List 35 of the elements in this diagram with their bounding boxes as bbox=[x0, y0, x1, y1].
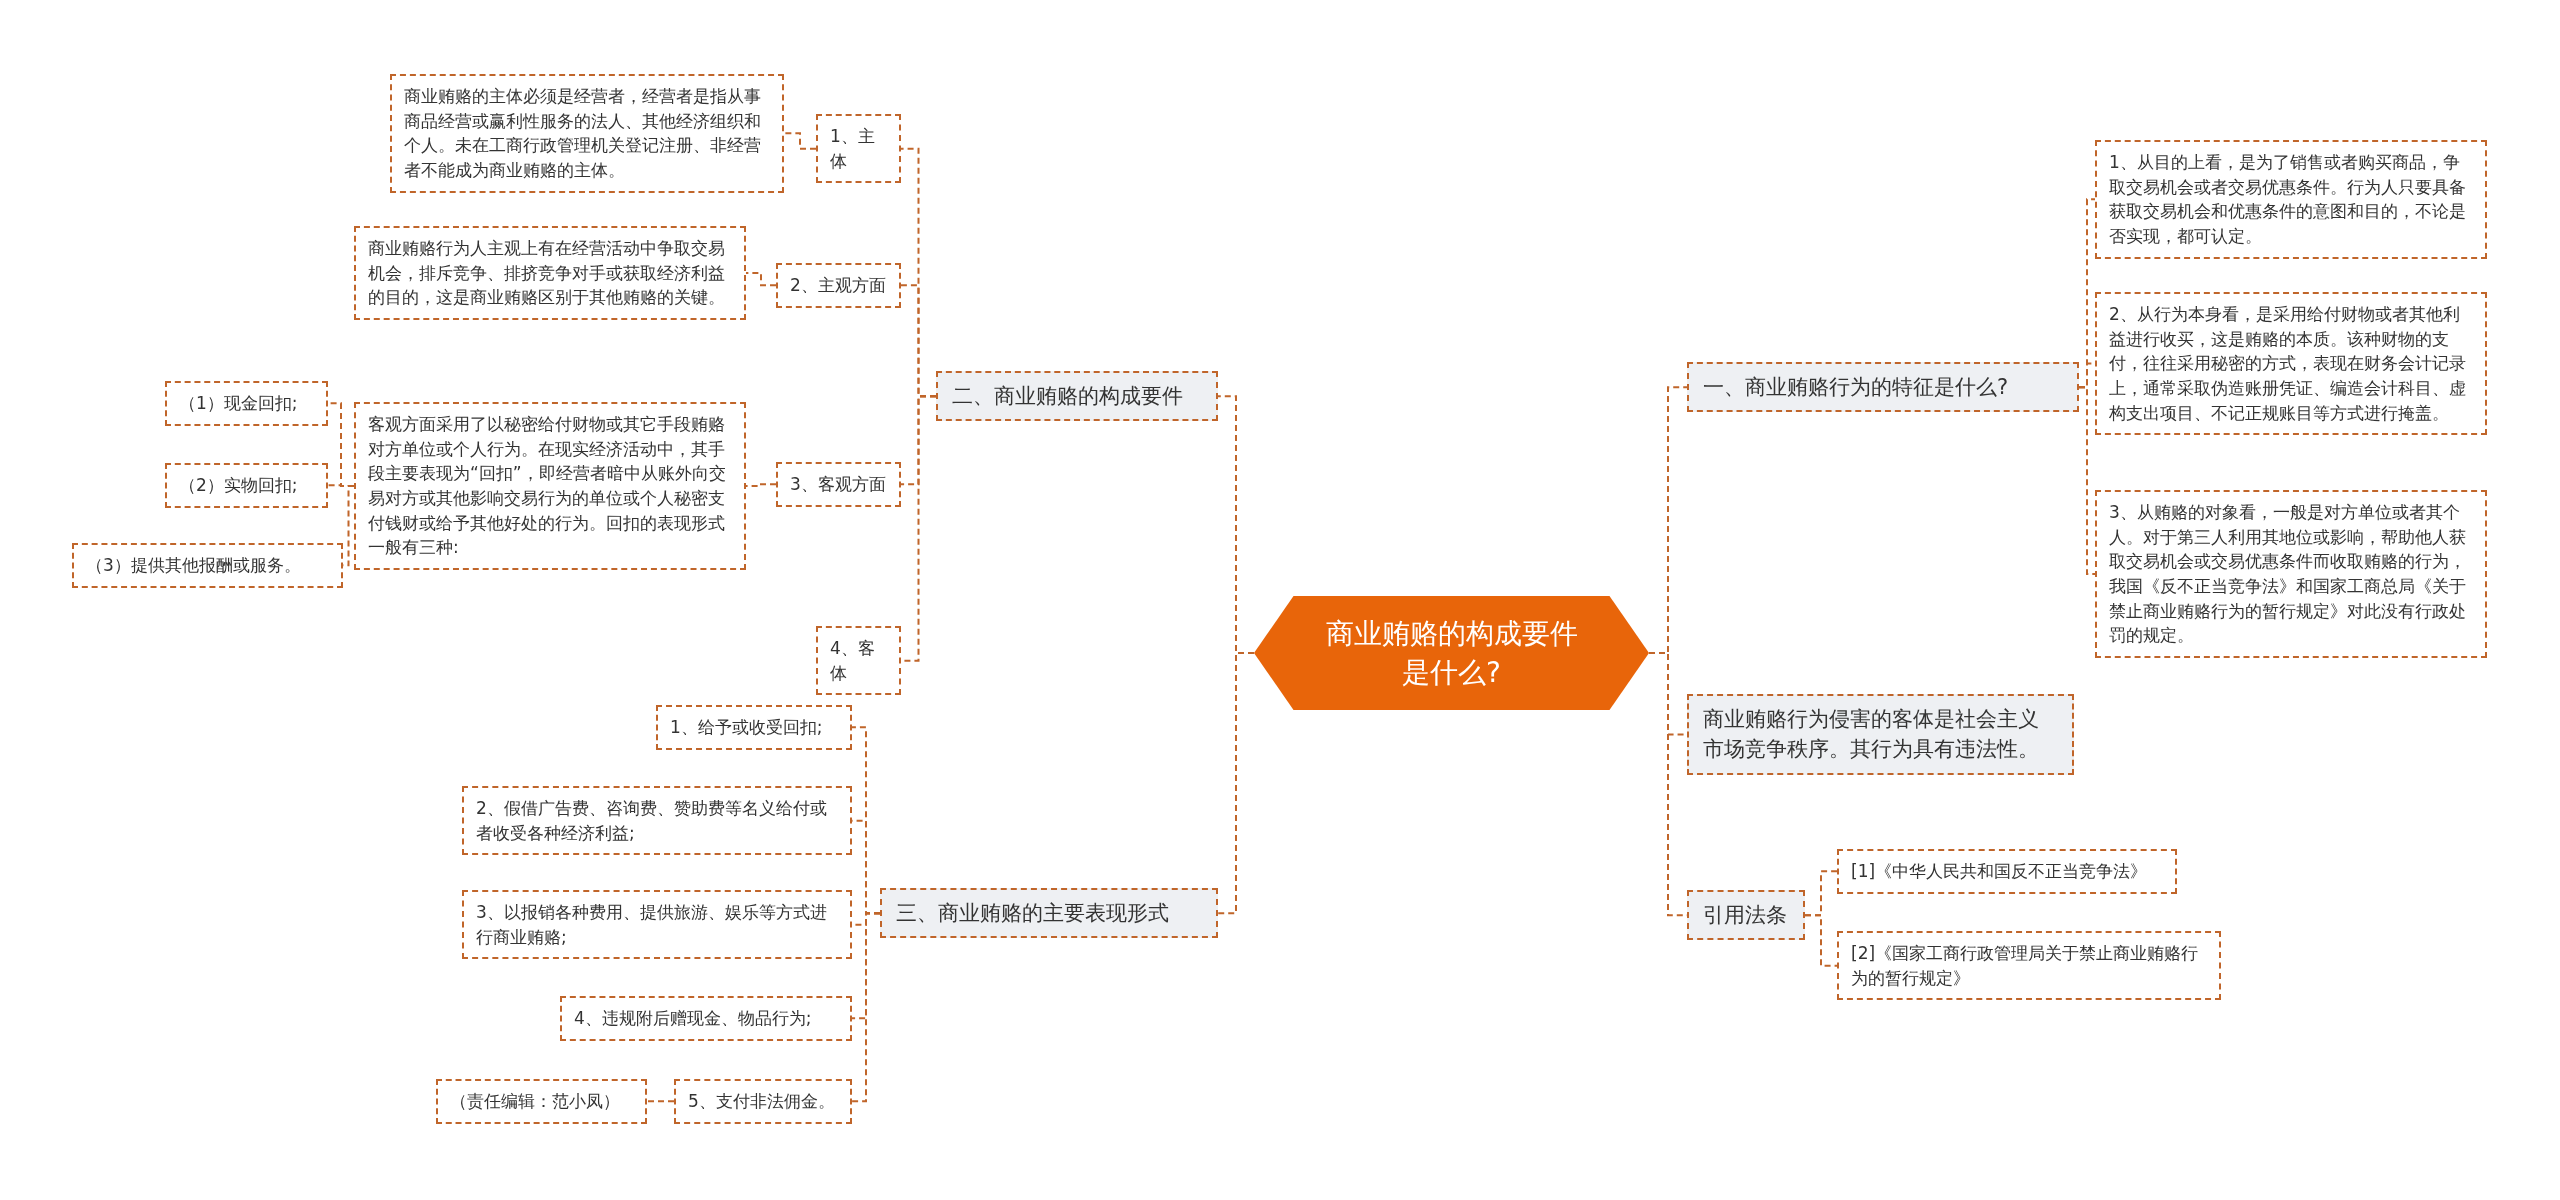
text-box: 3、客观方面 bbox=[776, 462, 901, 507]
topic-text: 商业贿赂的构成要件是什么? bbox=[1324, 615, 1579, 691]
text-box: 商业贿赂的主体必须是经营者，经营者是指从事商品经营或赢利性服务的法人、其他经济组织和个人。未在工商行政管理机关登记注册、非经营者不能成为商业贿赂的主体。 bbox=[390, 74, 784, 193]
connector-line bbox=[1217, 652, 1255, 915]
text-box: 3、以报销各种费用、提供旅游、娱乐等方式进行商业贿赂; bbox=[462, 890, 852, 960]
text-box: 1、主体 bbox=[816, 114, 901, 184]
branch-box: 二、商业贿赂的构成要件 bbox=[936, 371, 1218, 422]
text-box: 2、从行为本身看，是采用给付财物或者其他利益进行收买，这是贿赂的本质。该种财物的支付，往往采用秘密的方式，表现在财务会计记录上，通常采取伪造账册凭证、编造会计科目、虚构支出项目、不记正规账目等方式进行掩盖。 bbox=[2095, 292, 2487, 436]
text-box: （责任编辑：范小凤） bbox=[436, 1079, 647, 1124]
text-box: （1）现金回扣; bbox=[165, 381, 328, 426]
connector-line bbox=[745, 271, 777, 287]
text-box: 1、给予或收受回扣; bbox=[656, 705, 852, 750]
text-box: 4、违规附后赠现金、物品行为; bbox=[560, 996, 852, 1041]
connector-line bbox=[851, 912, 881, 1103]
branch-box: 一、商业贿赂行为的特征是什么? bbox=[1687, 362, 2079, 413]
text-box: 2、主观方面 bbox=[776, 263, 901, 308]
text-box: [1]《中华人民共和国反不正当竞争法》 bbox=[1837, 849, 2177, 894]
connector-line bbox=[2078, 386, 2096, 575]
connector-line bbox=[783, 132, 817, 150]
text-box: 2、假借广告费、咨询费、赞助费等名义给付或者收受各种经济利益; bbox=[462, 786, 852, 856]
branch-box: 引用法条 bbox=[1687, 890, 1805, 941]
text-box: [2]《国家工商行政管理局关于禁止商业贿赂行为的暂行规定》 bbox=[1837, 931, 2221, 1001]
connector-line bbox=[646, 1100, 675, 1103]
text-box: 5、支付非法佣金。 bbox=[674, 1079, 852, 1124]
text-box: 4、客体 bbox=[816, 626, 901, 696]
branch-box: 三、商业贿赂的主要表现形式 bbox=[880, 888, 1218, 939]
text-box: 客观方面采用了以秘密给付财物或其它手段贿赂对方单位或个人行为。在现实经济活动中，其手段主要表现为“回扣”，即经营者暗中从账外向交易对方或其他影响交易行为的单位或个人秘密支付钱财或给予其他好处的行为。回扣的表现形式一般有三种: bbox=[354, 402, 746, 570]
text-box: （3）提供其他报酬或服务。 bbox=[72, 543, 343, 588]
connector-line bbox=[1804, 914, 1838, 967]
text-box: 3、从贿赂的对象看，一般是对方单位或者其个人。对于第三人利用其地位或影响，帮助他人获取交易机会或交易优惠条件而收取贿赂的行为，我国《反不正当竞争法》和国家工商总局《关于禁止商业贿赂行为的暂行规定》对此没有行政处罚的规定。 bbox=[2095, 490, 2487, 658]
text-box: （2）实物回扣; bbox=[165, 463, 328, 508]
branch-box: 商业贿赂行为侵害的客体是社会主义市场竞争秩序。其行为具有违法性。 bbox=[1687, 694, 2074, 775]
connector-line bbox=[745, 483, 777, 487]
text-box: 1、从目的上看，是为了销售或者购买商品，争取交易机会或者交易优惠条件。行为人只要具备获取交易机会和优惠条件的意图和目的，不论是否实现，都可认定。 bbox=[2095, 140, 2487, 259]
text-box: 商业贿赂行为人主观上有在经营活动中争取交易机会，排斥竞争、排挤竞争对手或获取经济利益的目的，这是商业贿赂区别于其他贿赂的关键。 bbox=[354, 226, 746, 320]
